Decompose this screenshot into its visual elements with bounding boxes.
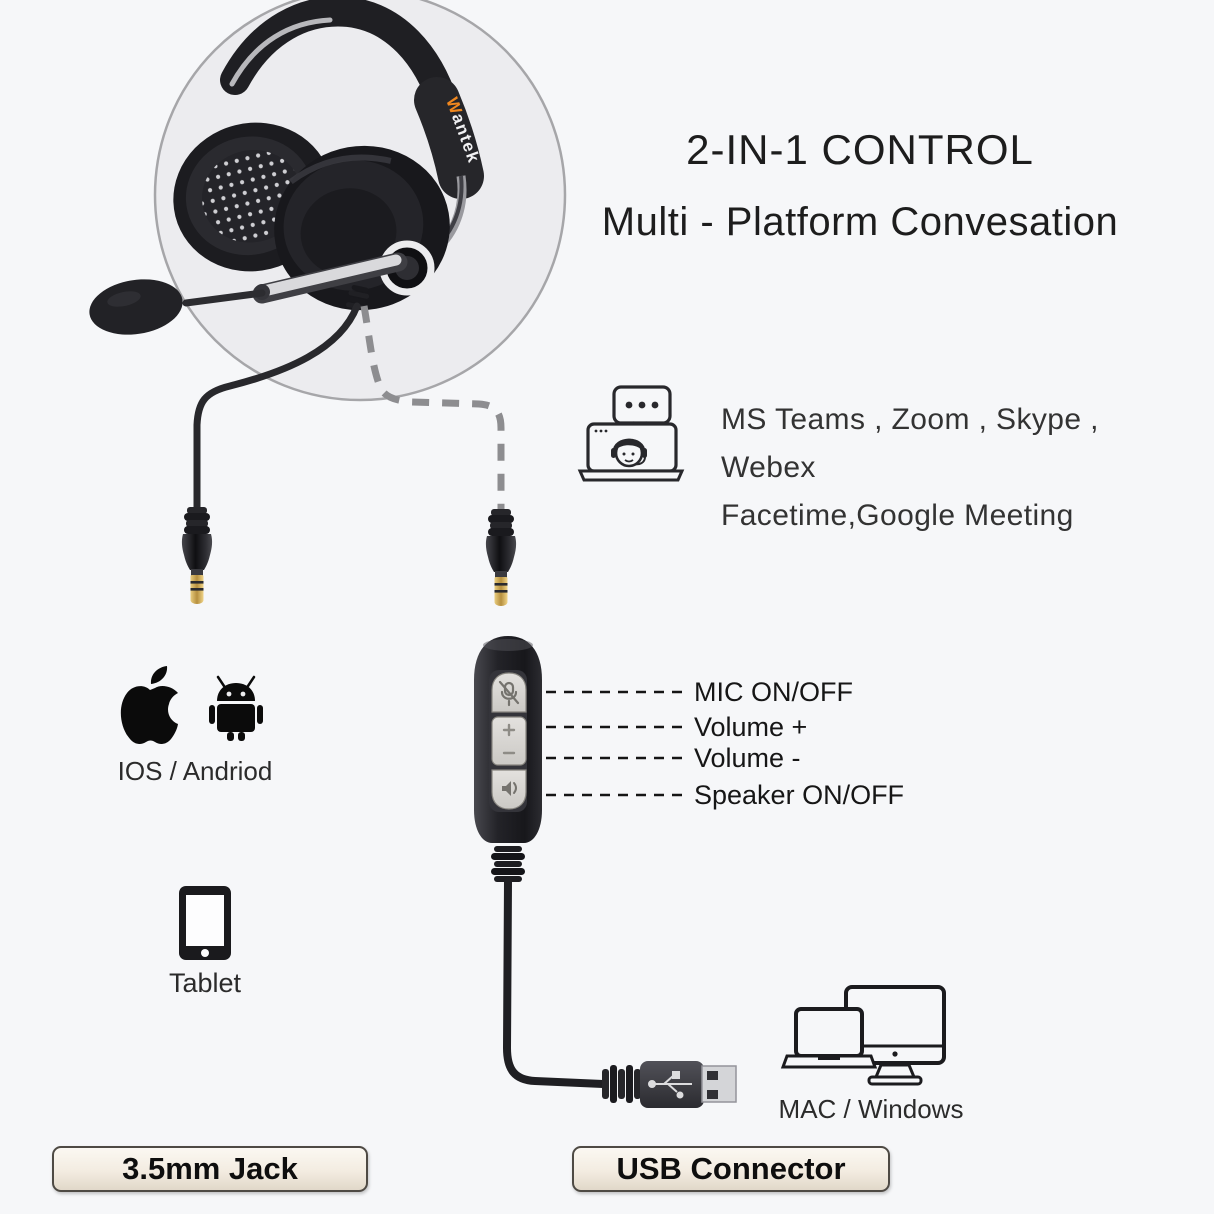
platform-line-2: Facetime,Google Meeting: [721, 499, 1074, 532]
speaker-button: [491, 769, 527, 810]
label-ios-android: IOS / Andriod: [117, 756, 273, 786]
android-robot-icon: [209, 675, 263, 741]
apple-logo-icon: [120, 666, 178, 744]
usb-plug-icon: [602, 1061, 737, 1108]
label-tablet: Tablet: [168, 968, 242, 998]
label-volume-up: Volume +: [694, 712, 808, 742]
headset-photo: Wantek: [89, 0, 484, 335]
mic-boom: [89, 252, 408, 335]
tag-35mm-jack: 3.5mm Jack: [52, 1146, 368, 1192]
usb-trident-logo: [648, 1075, 692, 1093]
headline: 2-IN-1 CONTROL: [686, 126, 1034, 173]
volume-rocker-button: [491, 716, 527, 766]
jack-plug-left-icon: [181, 507, 213, 604]
label-mic-on-off: MIC ON/OFF: [694, 677, 853, 707]
usb-cable: [502, 878, 607, 1088]
tag-usb-connector: USB Connector: [572, 1146, 890, 1192]
label-mac-windows: MAC / Windows: [778, 1094, 964, 1124]
platform-list: MS Teams , Zoom , Skype , Webex Facetime…: [721, 396, 1191, 540]
jack-plug-right-icon: [485, 509, 517, 606]
laptop-and-monitor-icon: [780, 985, 946, 1086]
tablet-icon: [179, 886, 231, 960]
mic-mute-button: [491, 672, 527, 713]
annotation-lines: [546, 690, 684, 797]
video-call-icon: [577, 385, 685, 482]
aux-cable-dashed: [360, 305, 505, 511]
aux-cable-solid: [193, 302, 361, 513]
label-volume-down: Volume -: [694, 743, 801, 773]
subheadline: Multi - Platform Convesation: [601, 200, 1119, 244]
platform-line-1: MS Teams , Zoom , Skype , Webex: [721, 403, 1099, 484]
inline-remote: [474, 636, 542, 882]
label-speaker-on-off: Speaker ON/OFF: [694, 780, 905, 810]
mic-foam: [89, 279, 183, 335]
